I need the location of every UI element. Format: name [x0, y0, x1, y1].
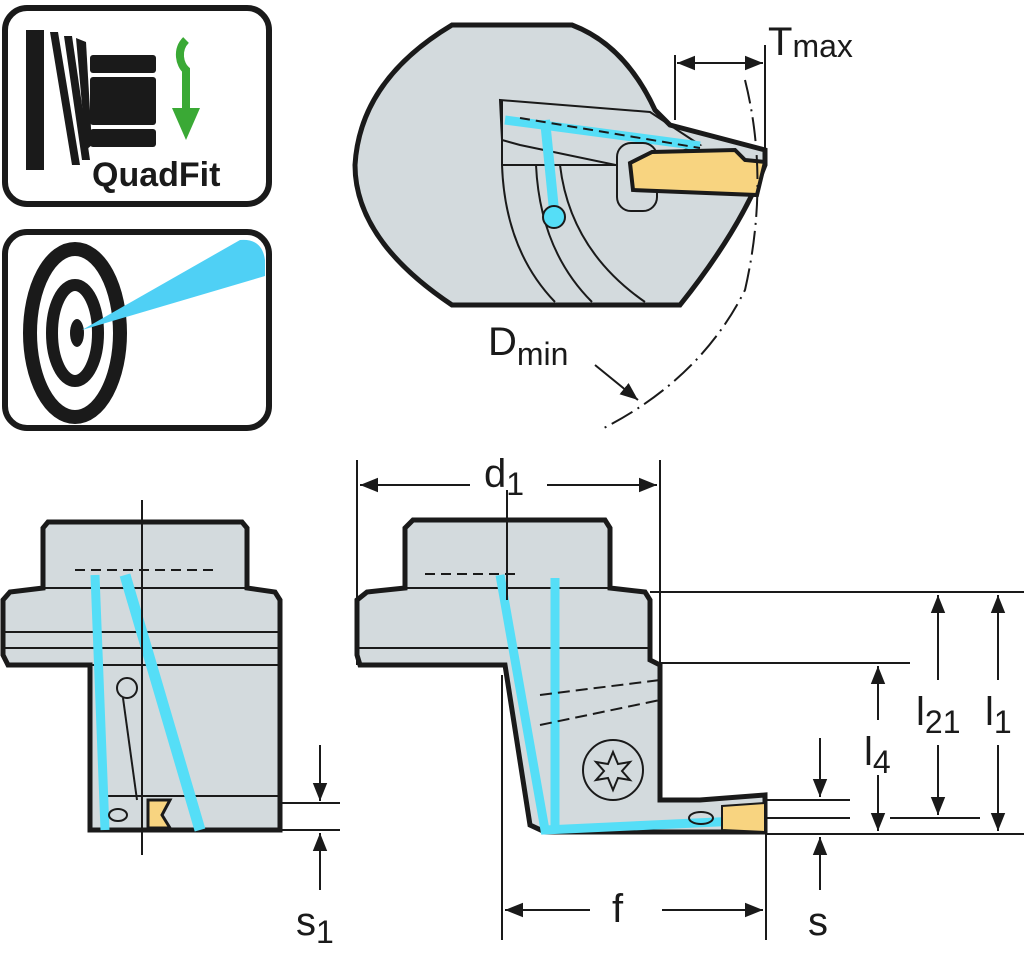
quadfit-icon: QuadFit [2, 5, 272, 207]
svg-text:s1: s1 [296, 900, 334, 950]
front-view: d1 f s l21 l1 l4 [354, 452, 1024, 944]
coolant-icon [2, 229, 272, 431]
svg-text:s: s [808, 900, 828, 944]
svg-text:Tmax: Tmax [768, 20, 853, 64]
quadfit-label: QuadFit [92, 156, 220, 194]
top-view: Tmax Dmin [352, 20, 853, 431]
svg-text:Dmin: Dmin [488, 320, 568, 372]
svg-text:f: f [612, 887, 624, 931]
rotate-arrow-icon [176, 37, 190, 110]
svg-text:l4: l4 [864, 730, 891, 780]
svg-text:d1: d1 [484, 452, 524, 502]
svg-text:l1: l1 [985, 690, 1012, 740]
svg-text:l21: l21 [916, 690, 960, 740]
side-view: s1 [0, 500, 340, 950]
